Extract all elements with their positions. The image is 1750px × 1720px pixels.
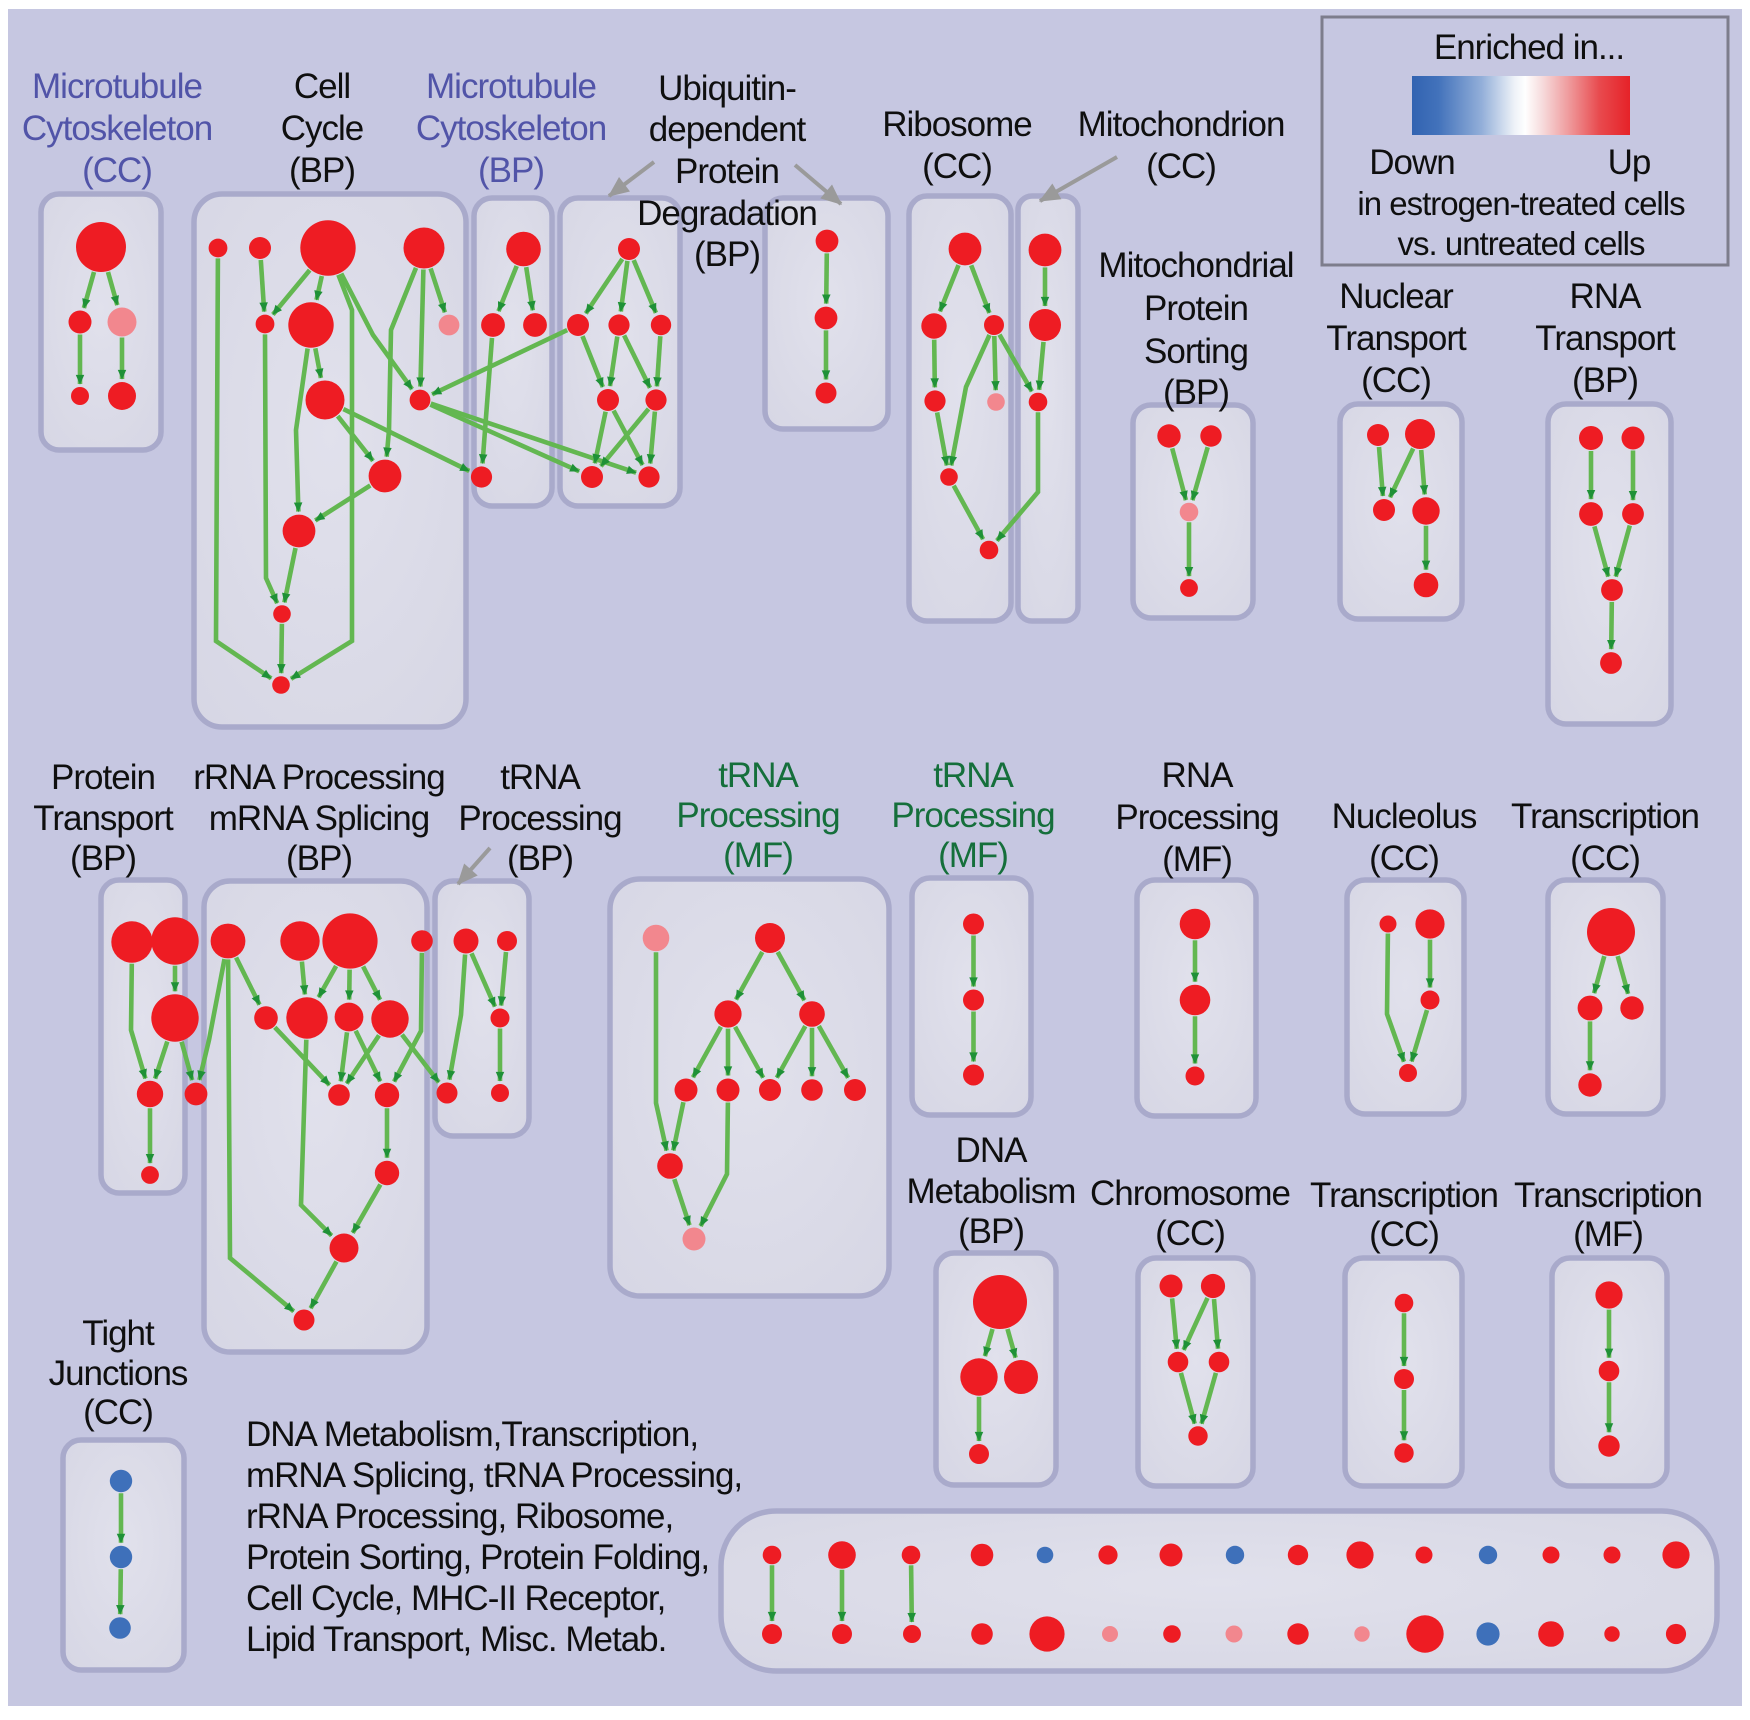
svg-text:(BP): (BP) <box>286 839 352 878</box>
svg-text:dependent: dependent <box>649 110 807 149</box>
svg-text:(CC): (CC) <box>83 1393 153 1432</box>
svg-text:Cell Cycle, MHC-II Receptor,: Cell Cycle, MHC-II Receptor, <box>246 1579 665 1618</box>
svg-text:(BP): (BP) <box>958 1212 1024 1251</box>
svg-text:Degradation: Degradation <box>637 194 817 233</box>
svg-text:Protein Sorting, Protein Foldi: Protein Sorting, Protein Folding, <box>246 1538 709 1577</box>
svg-text:(BP): (BP) <box>694 235 760 274</box>
svg-text:in estrogen-treated cells: in estrogen-treated cells <box>1357 185 1685 222</box>
svg-text:tRNA: tRNA <box>933 756 1014 795</box>
svg-text:Lipid Transport, Misc. Metab.: Lipid Transport, Misc. Metab. <box>246 1620 666 1659</box>
svg-text:Microtubule: Microtubule <box>32 67 202 106</box>
svg-text:vs. untreated cells: vs. untreated cells <box>1398 225 1645 262</box>
svg-text:Cycle: Cycle <box>281 109 364 148</box>
svg-text:Ribosome: Ribosome <box>882 105 1032 144</box>
svg-text:rRNA Processing: rRNA Processing <box>193 758 444 797</box>
svg-text:(BP): (BP) <box>1572 361 1638 400</box>
svg-text:(BP): (BP) <box>1163 373 1229 412</box>
svg-text:Ubiquitin-: Ubiquitin- <box>658 69 796 108</box>
svg-text:Mitochondrial: Mitochondrial <box>1098 246 1293 285</box>
svg-text:tRNA: tRNA <box>718 756 799 795</box>
svg-text:mRNA Splicing, tRNA Processing: mRNA Splicing, tRNA Processing, <box>246 1456 742 1495</box>
svg-text:(MF): (MF) <box>723 836 793 875</box>
svg-text:Sorting: Sorting <box>1144 332 1248 371</box>
svg-text:DNA Metabolism,Transcription,: DNA Metabolism,Transcription, <box>246 1415 698 1454</box>
svg-text:(CC): (CC) <box>1570 839 1640 878</box>
svg-text:Transport: Transport <box>33 799 174 838</box>
svg-text:Enriched in...: Enriched in... <box>1434 28 1624 67</box>
svg-text:Cell: Cell <box>294 67 350 106</box>
svg-text:(BP): (BP) <box>289 151 355 190</box>
svg-text:RNA: RNA <box>1162 756 1235 795</box>
svg-text:(CC): (CC) <box>1146 147 1216 186</box>
svg-text:Cytoskeleton: Cytoskeleton <box>22 109 212 148</box>
svg-text:(CC): (CC) <box>1369 1215 1439 1254</box>
svg-text:Cytoskeleton: Cytoskeleton <box>416 109 606 148</box>
svg-text:Processing: Processing <box>1115 798 1278 837</box>
svg-text:Transcription: Transcription <box>1514 1176 1702 1215</box>
svg-text:(MF): (MF) <box>1573 1215 1643 1254</box>
svg-text:Up: Up <box>1608 143 1651 182</box>
svg-text:Processing: Processing <box>891 796 1054 835</box>
svg-text:Chromosome: Chromosome <box>1090 1174 1290 1213</box>
svg-text:Transcription: Transcription <box>1310 1176 1498 1215</box>
svg-text:Transport: Transport <box>1326 319 1467 358</box>
svg-text:mRNA Splicing: mRNA Splicing <box>209 799 429 838</box>
svg-text:tRNA: tRNA <box>500 758 581 797</box>
svg-text:(CC): (CC) <box>82 151 152 190</box>
svg-text:RNA: RNA <box>1570 277 1643 316</box>
svg-text:(MF): (MF) <box>938 836 1008 875</box>
svg-text:(CC): (CC) <box>1361 361 1431 400</box>
svg-text:Microtubule: Microtubule <box>426 67 596 106</box>
svg-text:Junctions: Junctions <box>49 1354 188 1393</box>
svg-text:(CC): (CC) <box>1155 1214 1225 1253</box>
svg-text:Protein: Protein <box>675 152 779 191</box>
svg-text:Down: Down <box>1369 143 1454 182</box>
svg-text:(CC): (CC) <box>1369 839 1439 878</box>
svg-text:(BP): (BP) <box>70 839 136 878</box>
svg-text:(BP): (BP) <box>478 151 544 190</box>
svg-text:Transport: Transport <box>1535 319 1676 358</box>
svg-text:Processing: Processing <box>676 796 839 835</box>
svg-text:Protein: Protein <box>1144 289 1248 328</box>
svg-text:(MF): (MF) <box>1162 840 1232 879</box>
svg-text:Metabolism: Metabolism <box>907 1172 1076 1211</box>
svg-text:Transcription: Transcription <box>1511 797 1699 836</box>
svg-text:DNA: DNA <box>956 1131 1029 1170</box>
svg-text:Protein: Protein <box>51 758 155 797</box>
svg-text:(BP): (BP) <box>507 839 573 878</box>
svg-text:Processing: Processing <box>458 799 621 838</box>
svg-text:Mitochondrion: Mitochondrion <box>1078 105 1285 144</box>
svg-text:Nucleolus: Nucleolus <box>1332 797 1477 836</box>
svg-text:Tight: Tight <box>82 1314 155 1353</box>
svg-text:(CC): (CC) <box>922 147 992 186</box>
svg-text:Nuclear: Nuclear <box>1339 277 1454 316</box>
svg-text:rRNA Processing, Ribosome,: rRNA Processing, Ribosome, <box>246 1497 673 1536</box>
